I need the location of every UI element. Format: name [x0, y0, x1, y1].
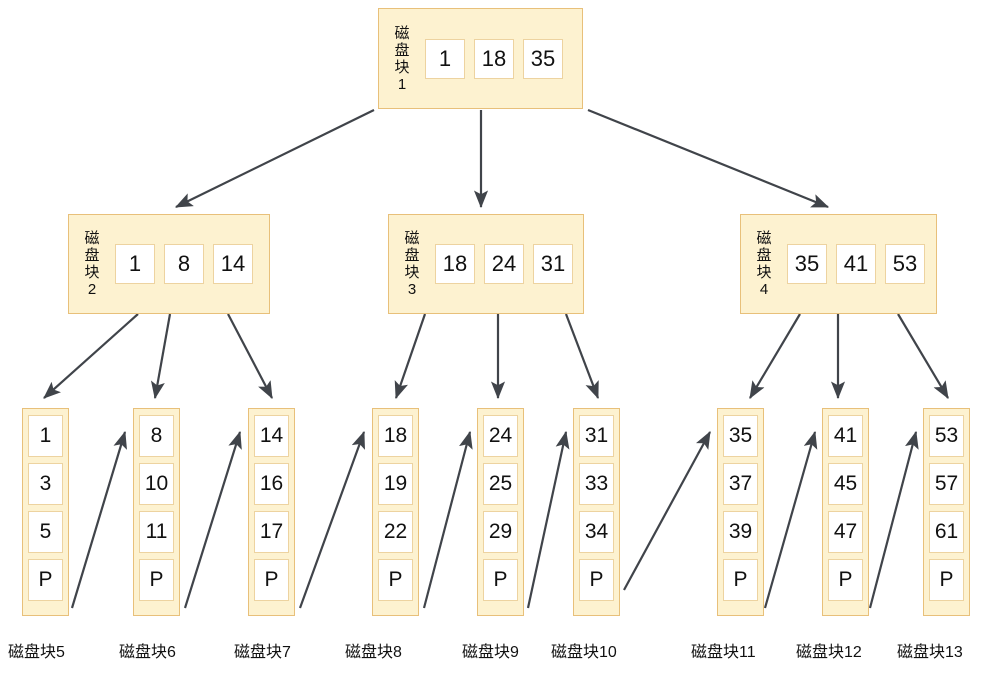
leaf-block-8[interactable]: 18 19 22 P — [372, 408, 419, 616]
edge-leaf12-to-leaf13 — [868, 430, 919, 609]
leaf-cell[interactable]: 19 — [378, 463, 413, 505]
leaf-block-6[interactable]: 8 10 11 P — [133, 408, 180, 616]
leaf-pointer-cell[interactable]: P — [139, 559, 174, 601]
leaf-cell[interactable]: 45 — [828, 463, 863, 505]
leaf-pointer-cell[interactable]: P — [723, 559, 758, 601]
leaf-block-13-caption: 磁盘块13 — [897, 644, 963, 661]
leaf-cell[interactable]: 39 — [723, 511, 758, 553]
edge-leaf9-to-leaf10 — [526, 430, 570, 609]
edge-block2-to-block5 — [43, 313, 139, 399]
leaf-cell[interactable]: 47 — [828, 511, 863, 553]
node-block-4-label: 磁 盘 块 4 — [756, 230, 772, 298]
edges-block3-to-leaves — [394, 313, 600, 400]
leaf-cell[interactable]: 11 — [139, 511, 174, 553]
leaf-block-12[interactable]: 41 45 47 P — [822, 408, 869, 616]
leaf-cell[interactable]: 24 — [483, 415, 518, 457]
key-cell[interactable]: 18 — [435, 244, 475, 284]
leaf-cell[interactable]: 34 — [579, 511, 614, 553]
leaf-block-8-caption: 磁盘块8 — [345, 644, 402, 661]
node-block-3[interactable]: 磁 盘 块 3 18 24 31 — [388, 214, 584, 314]
leaf-cell[interactable]: 37 — [723, 463, 758, 505]
leaf-block-5-caption: 磁盘块5 — [8, 644, 65, 661]
edges-block4-to-leaves — [749, 313, 949, 400]
leaf-block-7-caption: 磁盘块7 — [234, 644, 291, 661]
key-cell[interactable]: 53 — [885, 244, 925, 284]
node-block-1[interactable]: 磁 盘 块 1 1 18 35 — [378, 8, 583, 109]
key-cell[interactable]: 18 — [474, 38, 514, 79]
leaf-pointer-cell[interactable]: P — [254, 559, 289, 601]
leaf-cell[interactable]: 31 — [579, 415, 614, 457]
leaf-cell[interactable]: 61 — [929, 511, 964, 553]
leaf-block-6-caption: 磁盘块6 — [119, 644, 176, 661]
leaf-block-7[interactable]: 14 16 17 P — [248, 408, 295, 616]
leaf-block-9-caption: 磁盘块9 — [462, 644, 519, 661]
edge-block2-to-block7 — [227, 313, 273, 399]
leaf-pointer-cell[interactable]: P — [28, 559, 63, 601]
leaf-cell[interactable]: 29 — [483, 511, 518, 553]
edge-block4-to-block11 — [749, 313, 801, 399]
leaf-cell[interactable]: 53 — [929, 415, 964, 457]
edge-leaf8-to-leaf9 — [422, 430, 473, 609]
edge-block1-to-block2 — [175, 109, 375, 208]
key-cell[interactable]: 14 — [213, 244, 253, 284]
leaf-cell[interactable]: 33 — [579, 463, 614, 505]
leaf-cell[interactable]: 41 — [828, 415, 863, 457]
leaf-block-9[interactable]: 24 25 29 P — [477, 408, 524, 616]
leaf-block-5[interactable]: 1 3 5 P — [22, 408, 69, 616]
edge-block2-to-block6 — [150, 313, 172, 400]
edge-leaf6-to-leaf7 — [183, 430, 242, 609]
key-cell[interactable]: 24 — [484, 244, 524, 284]
edge-block4-to-block13 — [897, 313, 949, 399]
leaf-cell[interactable]: 3 — [28, 463, 63, 505]
node-block-2[interactable]: 磁 盘 块 2 1 8 14 — [68, 214, 270, 314]
edge-leaf10-to-leaf11 — [623, 431, 711, 591]
node-block-3-label: 磁 盘 块 3 — [404, 230, 420, 298]
leaf-cell[interactable]: 35 — [723, 415, 758, 457]
edges-root-to-internal — [175, 108, 830, 209]
leaf-block-10-caption: 磁盘块10 — [551, 644, 617, 661]
node-block-1-label: 磁 盘 块 1 — [394, 24, 410, 93]
leaf-block-12-caption: 磁盘块12 — [796, 644, 862, 661]
edge-leaf11-to-leaf12 — [763, 430, 818, 609]
leaf-pointer-cell[interactable]: P — [483, 559, 518, 601]
leaf-pointer-cell[interactable]: P — [579, 559, 614, 601]
node-block-4[interactable]: 磁 盘 块 4 35 41 53 — [740, 214, 937, 314]
leaf-cell[interactable]: 17 — [254, 511, 289, 553]
key-cell[interactable]: 41 — [836, 244, 876, 284]
leaf-pointer-cell[interactable]: P — [929, 559, 964, 601]
key-cell[interactable]: 1 — [115, 244, 155, 284]
leaf-cell[interactable]: 25 — [483, 463, 518, 505]
leaf-block-11-caption: 磁盘块11 — [691, 644, 756, 661]
edge-block3-to-block10 — [564, 313, 600, 400]
node-block-3-keys: 18 24 31 — [435, 244, 573, 284]
leaf-cell[interactable]: 18 — [378, 415, 413, 457]
leaf-block-11[interactable]: 35 37 39 P — [717, 408, 764, 616]
leaf-cell[interactable]: 22 — [378, 511, 413, 553]
leaf-cell[interactable]: 14 — [254, 415, 289, 457]
edges-block2-to-leaves — [43, 313, 273, 400]
edge-leaf7-to-leaf8 — [298, 430, 366, 609]
node-block-2-keys: 1 8 14 — [115, 244, 253, 284]
node-block-4-keys: 35 41 53 — [787, 244, 925, 284]
leaf-pointer-cell[interactable]: P — [378, 559, 413, 601]
key-cell[interactable]: 8 — [164, 244, 204, 284]
leaf-cell[interactable]: 8 — [139, 415, 174, 457]
leaf-block-10[interactable]: 31 33 34 P — [573, 408, 620, 616]
leaf-cell[interactable]: 5 — [28, 511, 63, 553]
leaf-cell[interactable]: 10 — [139, 463, 174, 505]
edge-block1-to-block4 — [587, 108, 830, 209]
leaf-pointer-cell[interactable]: P — [828, 559, 863, 601]
leaf-cell[interactable]: 57 — [929, 463, 964, 505]
leaf-cell[interactable]: 16 — [254, 463, 289, 505]
key-cell[interactable]: 35 — [787, 244, 827, 284]
edge-block3-to-block8 — [394, 313, 427, 400]
leaf-block-13[interactable]: 53 57 61 P — [923, 408, 970, 616]
key-cell[interactable]: 1 — [425, 38, 465, 79]
key-cell[interactable]: 31 — [533, 244, 573, 284]
node-block-2-label: 磁 盘 块 2 — [84, 230, 100, 298]
key-cell[interactable]: 35 — [523, 38, 563, 79]
node-block-1-keys: 1 18 35 — [425, 38, 563, 79]
leaf-cell[interactable]: 1 — [28, 415, 63, 457]
edge-leaf5-to-leaf6 — [70, 430, 127, 609]
